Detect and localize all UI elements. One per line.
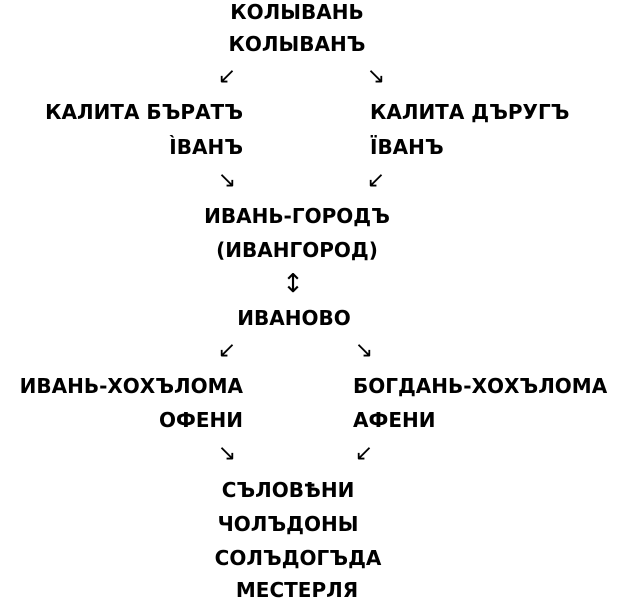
top-line2: КОЛЫВАНЪ (228, 32, 366, 56)
bottom-line4: МЕСТЕРЛЯ (235, 578, 359, 602)
arrow-down-right-icon: ↘ (217, 441, 237, 466)
arrow-down-right-icon: ↘ (366, 64, 386, 89)
arrow-down-right-icon: ↘ (217, 168, 237, 193)
right-branch1-line2: ЇВАНЪ (370, 135, 444, 159)
left-branch1-line1: КАЛИТА БЪРАТЪ (45, 100, 243, 124)
arrow-down-left-icon: ↙ (217, 338, 237, 363)
middle2-line1: ИВАНОВО (237, 306, 351, 330)
left-branch2-line1: ИВАНЬ-ХОХЪЛОМА (19, 374, 243, 398)
arrow-down-left-icon: ↙ (354, 441, 374, 466)
arrow-down-right-icon: ↘ (354, 338, 374, 363)
arrow-down-left-icon: ↙ (217, 64, 237, 89)
left-branch1-line2: ÌВАНЪ (169, 135, 243, 159)
bottom-line1: СЪЛОВѢНИ (221, 478, 355, 502)
arrow-down-left-icon: ↙ (366, 168, 386, 193)
bottom-line2: ЧОЛЪДОНЫ (217, 512, 359, 536)
right-branch2-line1: БОГДАНЬ-ХОХЪЛОМА (353, 374, 608, 398)
arrow-up-down-icon: ↕ (282, 269, 304, 299)
middle1-line1: ИВАНЬ-ГОРОДЪ (204, 204, 390, 228)
right-branch1-line1: КАЛИТА ДЪРУГЪ (370, 100, 570, 124)
middle1-line2: (ИВАНГОРОД) (216, 238, 378, 262)
left-branch2-line2: ОФЕНИ (159, 408, 243, 432)
bottom-line3: СОЛЪДОГЪДА (214, 546, 382, 570)
top-line1: КОЛЫВАНЬ (230, 0, 364, 24)
right-branch2-line2: АФЕНИ (353, 408, 436, 432)
